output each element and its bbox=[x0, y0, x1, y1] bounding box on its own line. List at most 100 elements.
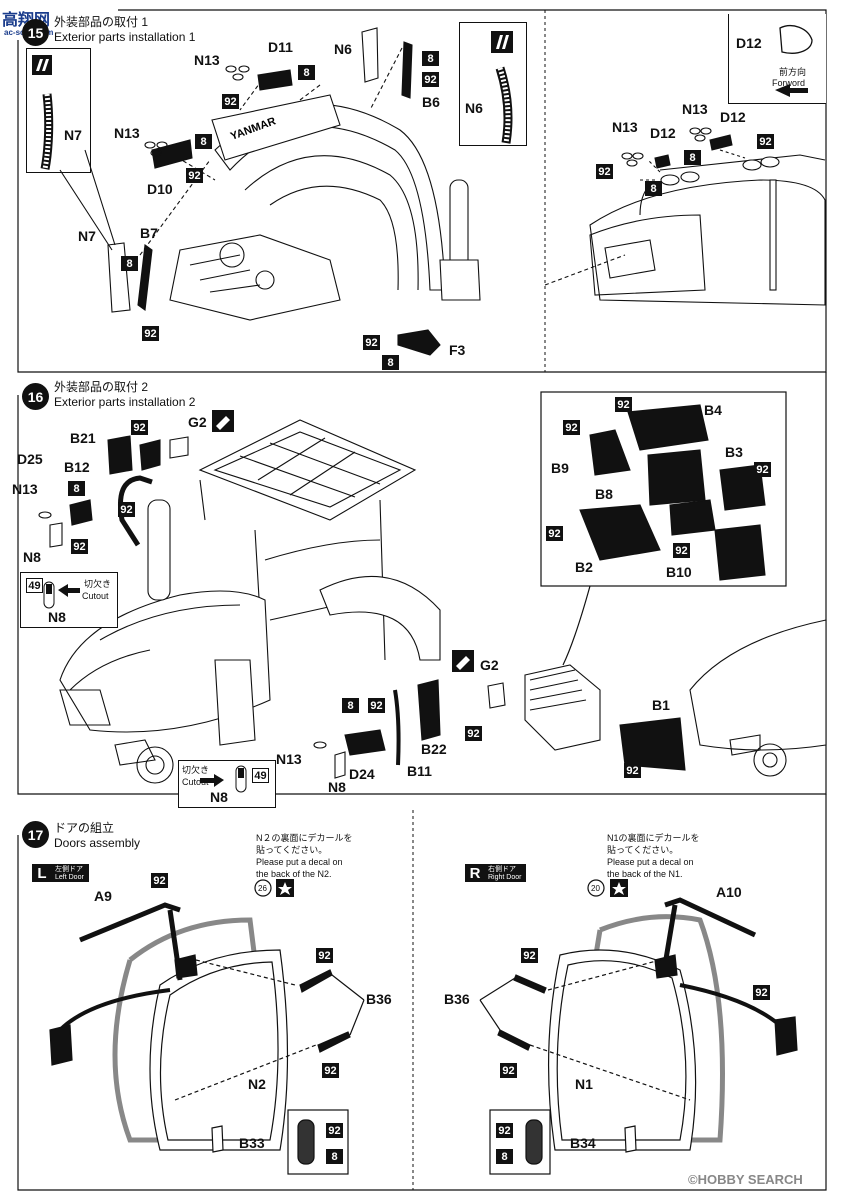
decal-49: 49 bbox=[26, 578, 43, 593]
label-B11: B11 bbox=[407, 763, 432, 779]
label-B12: B12 bbox=[64, 459, 90, 475]
label-F3: F3 bbox=[449, 342, 466, 358]
paint-92: 92 bbox=[368, 698, 385, 713]
label-D10: D10 bbox=[147, 181, 173, 197]
label-D12c: D12 bbox=[720, 109, 746, 125]
paint-92: 92 bbox=[673, 543, 690, 558]
label-D12a: D12 bbox=[736, 35, 762, 51]
step15-front-drawing bbox=[544, 127, 826, 306]
label-N13b: N13 bbox=[114, 125, 140, 141]
decal-20: 20 bbox=[591, 884, 600, 893]
paint-92: 92 bbox=[615, 397, 632, 412]
label-N13a: N13 bbox=[12, 481, 38, 497]
decal-26: 26 bbox=[258, 884, 267, 893]
right-note-en2: the back of the N1. bbox=[607, 869, 683, 879]
glue-icons bbox=[212, 410, 474, 672]
paint-92: 92 bbox=[496, 1123, 513, 1138]
footer-watermark: ©HOBBY SEARCH bbox=[688, 1172, 803, 1187]
decal-49: 49 bbox=[252, 768, 269, 783]
label-B36a: B36 bbox=[366, 991, 392, 1007]
left-tag-jp: 左側ドア bbox=[55, 866, 83, 873]
label-D11: D11 bbox=[268, 39, 293, 55]
label-N13c: N13 bbox=[682, 101, 708, 117]
paint-8: 8 bbox=[496, 1149, 513, 1164]
paint-92: 92 bbox=[753, 985, 770, 1000]
label-B21: B21 bbox=[70, 430, 96, 446]
paint-92: 92 bbox=[131, 420, 148, 435]
label-B1: B1 bbox=[652, 697, 670, 713]
label-G2b: G2 bbox=[480, 657, 499, 673]
label-N13d: N13 bbox=[612, 119, 638, 135]
label-N7b: N7 bbox=[78, 228, 96, 244]
paint-92: 92 bbox=[71, 539, 88, 554]
label-B4: B4 bbox=[704, 402, 722, 418]
cutout-jp: 切欠き bbox=[84, 579, 112, 589]
label-N2: N2 bbox=[248, 1076, 266, 1092]
label-N13b: N13 bbox=[276, 751, 302, 767]
n6-detail-box bbox=[459, 22, 527, 146]
step15-title-en: Exterior parts installation 1 bbox=[54, 30, 196, 44]
forward-jp: 前方向 bbox=[779, 67, 807, 77]
paint-8: 8 bbox=[422, 51, 439, 66]
right-door-tag: R 右側ドア Right Door bbox=[465, 864, 527, 882]
paint-92: 92 bbox=[186, 168, 203, 183]
step16-title-en: Exterior parts installation 2 bbox=[54, 395, 196, 409]
paint-92: 92 bbox=[521, 948, 538, 963]
paint-92: 92 bbox=[624, 763, 641, 778]
forward-arrow bbox=[775, 25, 813, 97]
left-note-en2: the back of the N2. bbox=[256, 869, 332, 879]
paint-92: 92 bbox=[142, 326, 159, 341]
label-N8a: N8 bbox=[23, 549, 41, 565]
paint-8: 8 bbox=[298, 65, 315, 80]
paint-92: 92 bbox=[754, 462, 771, 477]
label-N6a: N6 bbox=[334, 41, 352, 57]
label-B8: B8 bbox=[595, 486, 613, 502]
paint-92: 92 bbox=[322, 1063, 339, 1078]
label-N13a: N13 bbox=[194, 52, 220, 68]
left-note-en1: Please put a decal on bbox=[256, 857, 343, 867]
left-note-jp1: N２の裏面にデカールを bbox=[256, 833, 353, 843]
label-N8b: N8 bbox=[48, 609, 66, 625]
paint-8: 8 bbox=[121, 256, 138, 271]
label-N6b: N6 bbox=[465, 100, 483, 116]
paint-92: 92 bbox=[363, 335, 380, 350]
paint-92: 92 bbox=[563, 420, 580, 435]
paint-92: 92 bbox=[500, 1063, 517, 1078]
paint-92: 92 bbox=[546, 526, 563, 541]
paint-8: 8 bbox=[684, 150, 701, 165]
step17-title-jp: ドアの組立 bbox=[54, 821, 115, 835]
right-note-jp2: 貼ってください。 bbox=[607, 845, 679, 855]
cutout-arrow-2 bbox=[200, 765, 247, 793]
label-N7a: N7 bbox=[64, 127, 82, 143]
paint-8: 8 bbox=[326, 1149, 343, 1164]
right-tag-jp: 右側ドア bbox=[488, 866, 516, 873]
label-B7: B7 bbox=[140, 225, 158, 241]
forward-en: Forword bbox=[772, 78, 806, 88]
paint-92: 92 bbox=[465, 726, 482, 741]
step-number-17: 17 bbox=[22, 821, 49, 848]
paint-8: 8 bbox=[342, 698, 359, 713]
label-D12b: D12 bbox=[650, 125, 676, 141]
label-B3: B3 bbox=[725, 444, 743, 460]
right-tag-letter: R bbox=[469, 864, 481, 882]
paint-92: 92 bbox=[118, 502, 135, 517]
paint-92: 92 bbox=[316, 948, 333, 963]
step16-title-jp: 外装部品の取付 2 bbox=[54, 380, 149, 394]
step-number-15: 15 bbox=[22, 19, 49, 46]
left-note-jp2: 貼ってください。 bbox=[256, 845, 328, 855]
paint-92: 92 bbox=[326, 1123, 343, 1138]
right-note-jp1: N1の裏面にデカールを bbox=[607, 833, 700, 843]
label-G2a: G2 bbox=[188, 414, 207, 430]
label-B10: B10 bbox=[666, 564, 692, 580]
label-B2: B2 bbox=[575, 559, 593, 575]
step15-title-jp: 外装部品の取付 1 bbox=[54, 15, 149, 29]
label-D25: D25 bbox=[17, 451, 43, 467]
cutout-arrow bbox=[43, 581, 80, 609]
label-B9: B9 bbox=[551, 460, 569, 476]
label-B6: B6 bbox=[422, 94, 440, 110]
n7-detail-box bbox=[26, 48, 91, 173]
label-N8d: N8 bbox=[210, 789, 228, 805]
forward-box bbox=[728, 14, 826, 104]
